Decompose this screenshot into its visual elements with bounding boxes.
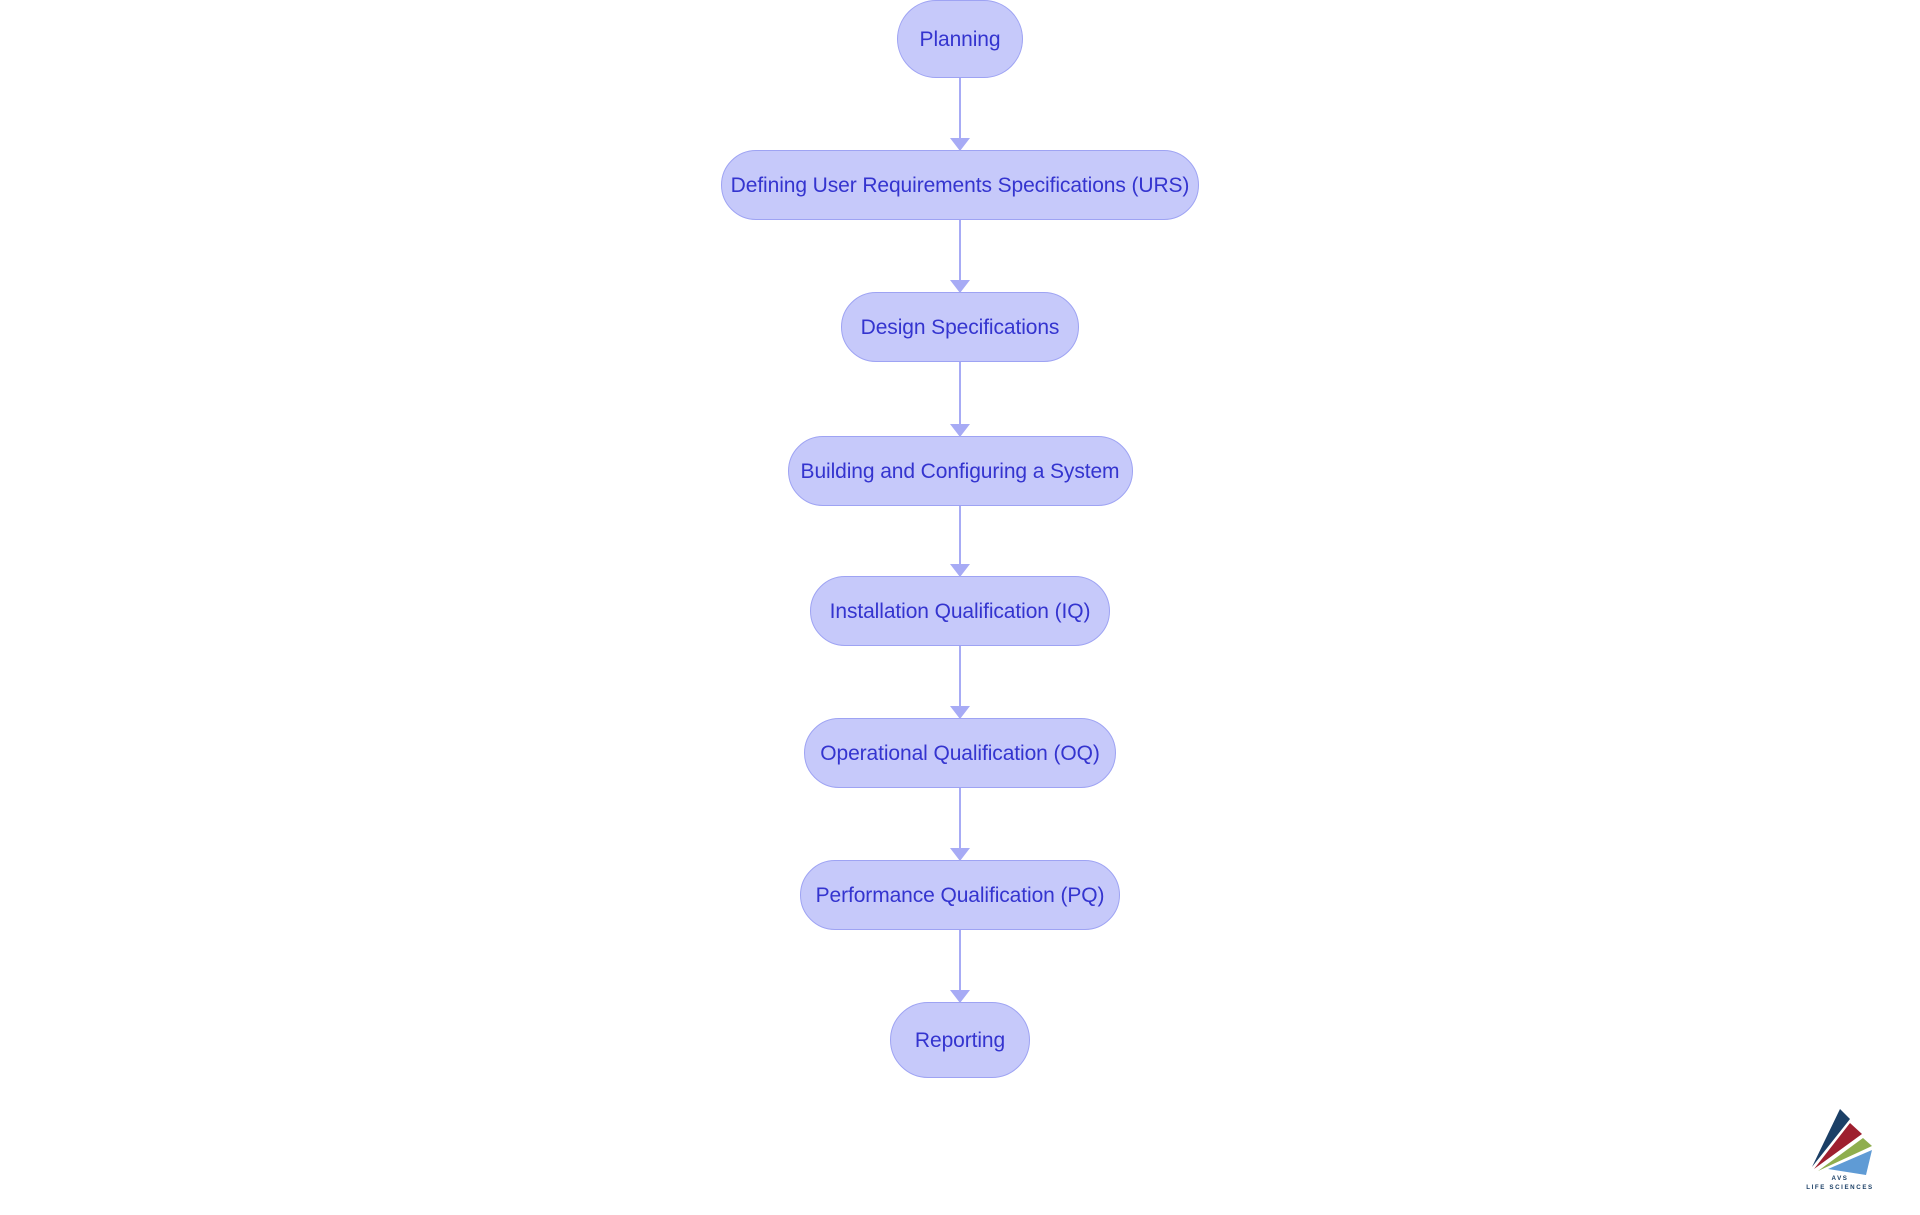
avs-chevron-mark-icon (1812, 1109, 1872, 1175)
logo-wordmark: AVS LIFE SCIENCES (1788, 1175, 1892, 1193)
node-row-iq: Installation Qualification (IQ) (0, 576, 1920, 646)
node-row-building: Building and Configuring a System (0, 436, 1920, 506)
node-row-reporting: Reporting (0, 1002, 1920, 1078)
node-row-urs: Defining User Requirements Specification… (0, 150, 1920, 220)
edge-planning-to-urs (958, 78, 962, 150)
node-row-oq: Operational Qualification (OQ) (0, 718, 1920, 788)
edge-urs-to-design (958, 220, 962, 292)
edge-iq-to-oq (958, 646, 962, 718)
flow-node-performance-qualification[interactable]: Performance Qualification (PQ) (800, 860, 1120, 930)
edge-building-to-iq (958, 506, 962, 576)
logo-line-primary: AVS (1831, 1175, 1849, 1182)
edge-design-to-building (958, 362, 962, 436)
flow-node-user-requirements-specifications[interactable]: Defining User Requirements Specification… (721, 150, 1199, 220)
flow-node-reporting[interactable]: Reporting (890, 1002, 1030, 1078)
flowchart-node-column: Planning Defining User Requirements Spec… (0, 0, 1920, 1078)
flow-node-building-and-configuring-a-system[interactable]: Building and Configuring a System (787, 436, 1133, 506)
flow-node-installation-qualification[interactable]: Installation Qualification (IQ) (810, 576, 1110, 646)
node-row-design: Design Specifications (0, 292, 1920, 362)
flow-node-operational-qualification[interactable]: Operational Qualification (OQ) (804, 718, 1116, 788)
brand-logo: AVS LIFE SCIENCES (1788, 1107, 1892, 1199)
flow-node-design-specifications[interactable]: Design Specifications (841, 292, 1079, 362)
node-row-planning: Planning (0, 0, 1920, 78)
edge-oq-to-pq (958, 788, 962, 860)
logo-line-secondary: LIFE SCIENCES (1806, 1183, 1874, 1191)
node-row-pq: Performance Qualification (PQ) (0, 860, 1920, 930)
edge-pq-to-reporting (958, 930, 962, 1002)
flow-node-planning[interactable]: Planning (897, 0, 1023, 78)
